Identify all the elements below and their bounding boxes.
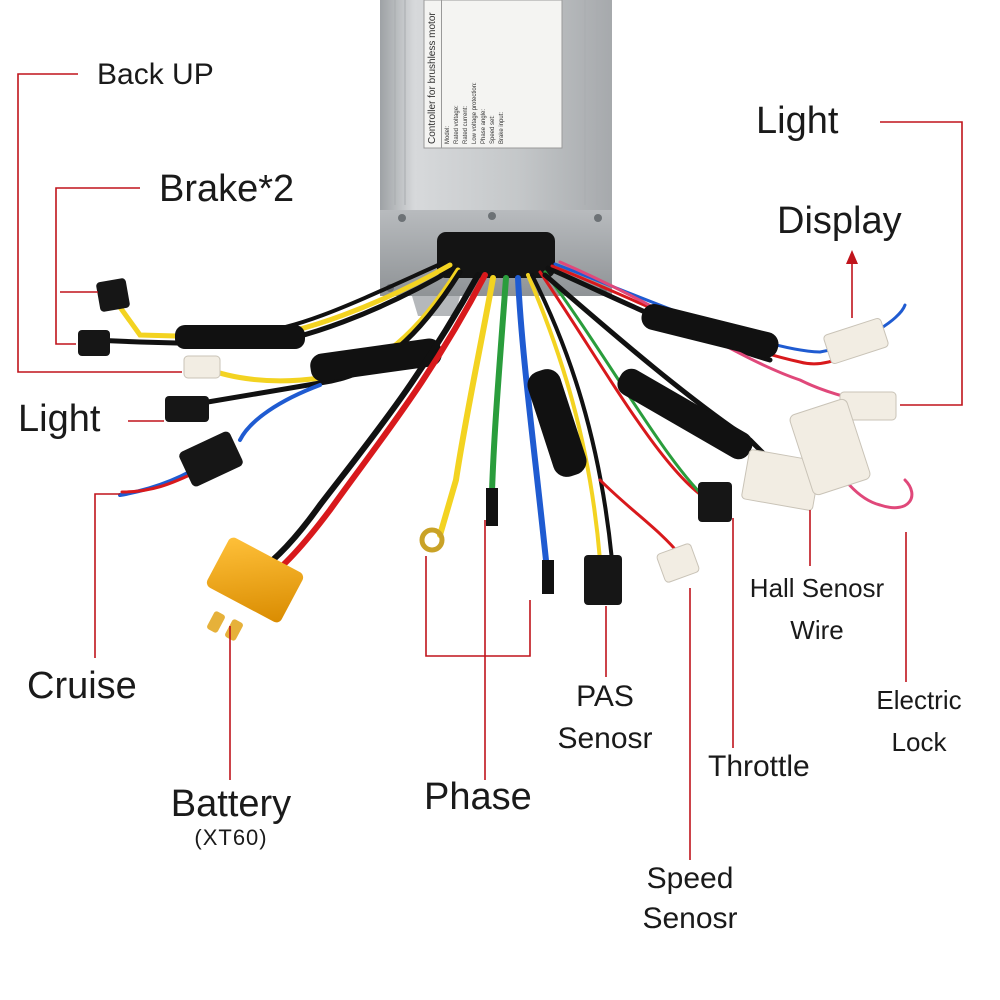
- spec-label-text: Controller for brushless motor Model: Ra…: [424, 0, 562, 148]
- spec-line: Rated voltage:: [454, 105, 460, 144]
- leader-phase-bracket: [425, 556, 531, 657]
- label-phase: Phase: [424, 776, 532, 818]
- cruise-connector: [179, 431, 243, 487]
- controller-housing: [380, 0, 612, 316]
- label-lock-line2: Lock: [891, 727, 947, 757]
- spec-line: Rated current:: [463, 105, 469, 144]
- leader-brake-lower: [55, 187, 140, 345]
- brake-connector-bottom: [78, 330, 110, 356]
- xt60-connector: [206, 537, 304, 641]
- display-heatshrink: [641, 303, 779, 359]
- light-connector: [183, 355, 221, 379]
- label-throttle: Throttle: [708, 750, 810, 783]
- phase-wires: [437, 275, 551, 583]
- label-speed-line1: Speed: [646, 862, 734, 895]
- spec-label: [423, 0, 563, 149]
- brake-heatshrink: [175, 325, 305, 349]
- display-connector: [823, 318, 889, 364]
- pas-heatshrink: [527, 369, 587, 477]
- spec-label-title: Controller for brushless motor: [424, 0, 442, 148]
- label-display: Display: [777, 200, 902, 242]
- label-light-right: Light: [756, 100, 839, 142]
- label-lock-line1: Electric: [876, 685, 962, 715]
- label-hall-line1: Hall Senosr: [749, 573, 885, 603]
- pas-connector: [584, 555, 622, 605]
- phase-ring-terminal: [419, 527, 445, 553]
- light-heatshrink: [310, 338, 442, 382]
- leader-back-up: [17, 73, 182, 373]
- phase-green-tip: [486, 488, 498, 526]
- sensor-wires: [526, 270, 714, 562]
- throttle-connector: [698, 482, 732, 522]
- brake-connector-top: [96, 278, 130, 312]
- label-light-left: Light: [18, 398, 101, 440]
- lock-connector: [789, 398, 871, 496]
- leader-lines: [17, 73, 963, 860]
- leader-light-right: [880, 121, 963, 406]
- spec-line: Speed set:: [490, 115, 496, 144]
- battery-wires: [255, 272, 488, 583]
- label-cruise: Cruise: [27, 665, 137, 707]
- leader-cruise: [94, 493, 120, 658]
- label-pas-line2: Senosr: [557, 722, 653, 755]
- spec-line: Model:: [445, 125, 451, 144]
- hall-heatshrink: [617, 368, 753, 460]
- label-pas-line1: PAS: [576, 680, 634, 713]
- spec-line: Brake input:: [499, 111, 505, 144]
- spec-line: Low voltage protection:: [472, 82, 478, 144]
- label-back-up: Back UP: [97, 58, 214, 91]
- light-connector-black: [165, 396, 209, 422]
- label-hall-line2: Wire: [790, 615, 844, 645]
- label-speed-line2: Senosr: [642, 902, 738, 935]
- label-battery: Battery: [170, 783, 292, 825]
- phase-blue-tip: [542, 560, 554, 594]
- spec-line: Phase angle:: [481, 108, 487, 144]
- label-battery-sub: (XT60): [194, 825, 268, 850]
- speed-connector: [656, 543, 700, 583]
- label-brake: Brake*2: [159, 168, 295, 210]
- display-arrow-icon: [846, 250, 858, 264]
